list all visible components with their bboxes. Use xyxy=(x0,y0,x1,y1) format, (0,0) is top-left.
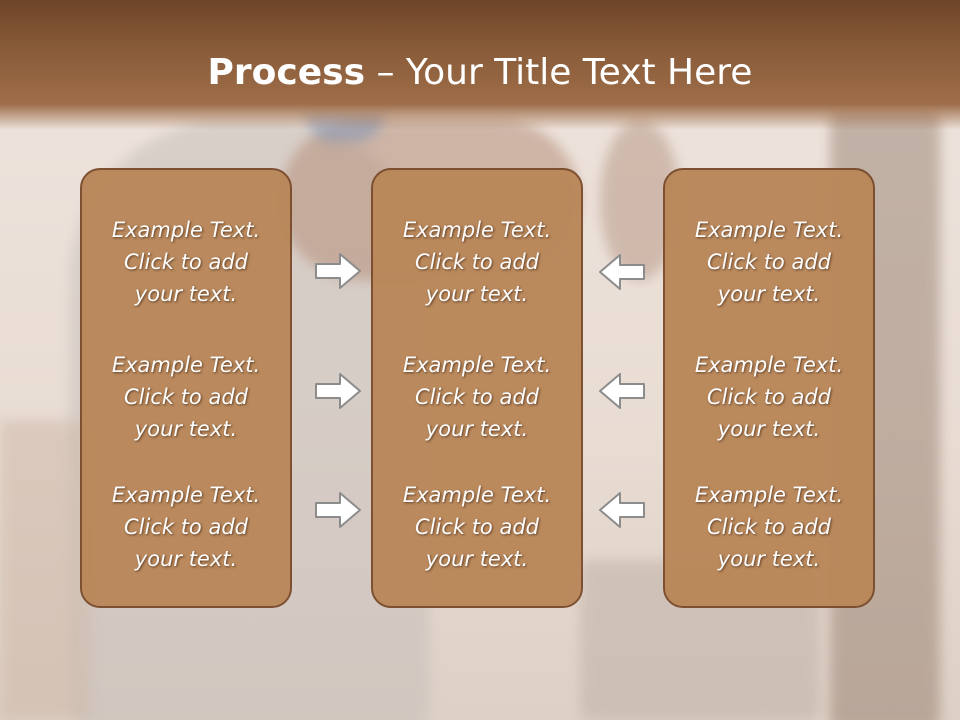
item-line: Click to add xyxy=(414,385,539,409)
item-line: Example Text. xyxy=(111,218,261,242)
arrow-right-icon xyxy=(315,492,361,528)
item-line: your text. xyxy=(425,547,529,571)
item-line: your text. xyxy=(134,417,238,441)
item-line: your text. xyxy=(425,282,529,306)
item-line: Click to add xyxy=(414,250,539,274)
arrow-left-icon xyxy=(599,373,645,409)
text-item[interactable]: Example Text. Click to add your text. xyxy=(82,479,290,575)
item-line: your text. xyxy=(717,282,821,306)
item-line: Click to add xyxy=(123,515,248,539)
text-item[interactable]: Example Text. Click to add your text. xyxy=(373,214,581,310)
item-line: your text. xyxy=(134,547,238,571)
item-line: Example Text. xyxy=(111,353,261,377)
text-item[interactable]: Example Text. Click to add your text. xyxy=(665,214,873,310)
text-item[interactable]: Example Text. Click to add your text. xyxy=(373,479,581,575)
item-line: Example Text. xyxy=(402,483,552,507)
slide-title[interactable]: Process – Your Title Text Here xyxy=(0,52,960,93)
arrow-right-icon xyxy=(315,373,361,409)
item-line: Click to add xyxy=(414,515,539,539)
item-line: Click to add xyxy=(706,250,831,274)
item-line: Example Text. xyxy=(694,483,844,507)
item-line: Example Text. xyxy=(402,218,552,242)
item-line: Example Text. xyxy=(694,353,844,377)
item-line: Example Text. xyxy=(694,218,844,242)
text-item[interactable]: Example Text. Click to add your text. xyxy=(82,349,290,445)
text-item[interactable]: Example Text. Click to add your text. xyxy=(665,479,873,575)
arrow-left-icon xyxy=(599,492,645,528)
arrow-right-icon xyxy=(315,253,361,289)
title-bold: Process xyxy=(207,52,366,93)
item-line: Click to add xyxy=(706,515,831,539)
item-line: Click to add xyxy=(706,385,831,409)
arrow-left-icon xyxy=(599,254,645,290)
title-rest: – Your Title Text Here xyxy=(365,52,753,93)
text-box-right[interactable]: Example Text. Click to add your text. Ex… xyxy=(663,168,875,608)
text-item[interactable]: Example Text. Click to add your text. xyxy=(82,214,290,310)
title-band xyxy=(0,0,960,130)
item-line: your text. xyxy=(717,417,821,441)
item-line: your text. xyxy=(134,282,238,306)
item-line: Example Text. xyxy=(111,483,261,507)
item-line: Click to add xyxy=(123,385,248,409)
text-item[interactable]: Example Text. Click to add your text. xyxy=(665,349,873,445)
item-line: Click to add xyxy=(123,250,248,274)
item-line: your text. xyxy=(425,417,529,441)
text-item[interactable]: Example Text. Click to add your text. xyxy=(373,349,581,445)
item-line: your text. xyxy=(717,547,821,571)
text-box-middle[interactable]: Example Text. Click to add your text. Ex… xyxy=(371,168,583,608)
item-line: Example Text. xyxy=(402,353,552,377)
text-box-left[interactable]: Example Text. Click to add your text. Ex… xyxy=(80,168,292,608)
